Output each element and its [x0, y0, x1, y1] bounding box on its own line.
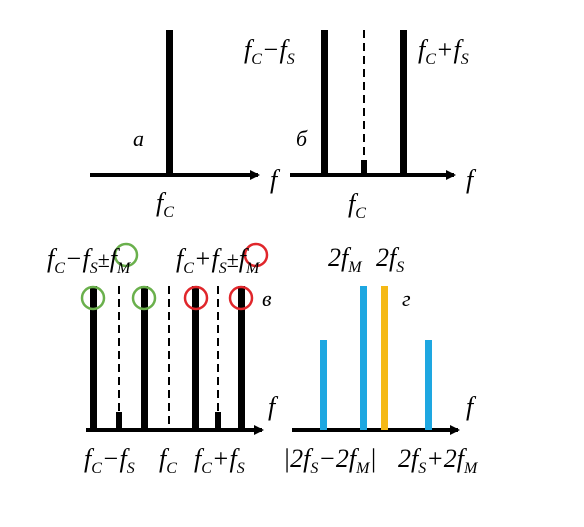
- panel-g-bar-2: [360, 286, 367, 430]
- panel-b-carrier-residual: [361, 160, 367, 175]
- panel-v-green-circle-1: [80, 285, 106, 311]
- panel-a-axis-label: f: [270, 165, 281, 194]
- panel-v-red-circle-1: [183, 285, 209, 311]
- panel-b-fc-label: fC: [348, 189, 366, 222]
- panel-v-top-right-label: fC+fS±fM: [176, 244, 261, 277]
- panel-g-letter: г: [402, 286, 411, 311]
- panel-g-bottom-left-label: |2fS−2fM|: [283, 444, 377, 477]
- panel-g-axis-label: f: [466, 392, 477, 421]
- panel-g: 2fM 2fS г f |2fS−2fM| 2fS+2fM: [283, 243, 479, 477]
- panel-v-bottom-left-label: fC−fS: [84, 444, 135, 477]
- panel-b: б f fC−fS fC+fS fC: [244, 30, 477, 222]
- panel-v-red-circle-2: [228, 285, 254, 311]
- panel-v-bottom-right-label: fC+fS: [194, 444, 245, 477]
- panel-g-bar-3: [381, 286, 388, 430]
- panel-a: а f fC: [90, 30, 281, 221]
- panel-v-top-left-label: fC−fS±fM: [47, 244, 132, 277]
- panel-v-pm-red-circle: [243, 242, 269, 268]
- panel-v-axis-label: f: [268, 392, 279, 421]
- panel-g-bottom-right-label: 2fS+2fM: [398, 444, 479, 477]
- panel-g-bar-4: [425, 340, 432, 430]
- panel-b-left-label: fC−fS: [244, 35, 295, 68]
- panel-g-top-right-label: 2fS: [376, 243, 404, 276]
- panel-v-line-1: [90, 286, 97, 430]
- panel-b-lower-sideband-line: [321, 30, 328, 175]
- panel-v-residual-1: [116, 412, 122, 430]
- panel-v-residual-2: [215, 412, 221, 430]
- panel-v-bottom-mid-label: fC: [159, 444, 177, 477]
- panel-a-letter: а: [133, 126, 144, 151]
- panel-b-axis-label: f: [466, 165, 477, 194]
- panel-v-line-2: [141, 286, 148, 430]
- panel-g-top-left-label: 2fM: [328, 243, 363, 276]
- panel-a-fc-label: fC: [156, 188, 174, 221]
- panel-v-green-circle-2: [131, 285, 157, 311]
- panel-v-line-4: [238, 286, 245, 430]
- panel-v: fC−fS±fM fC+fS±fM в f fC−fS fC fC+fS: [47, 242, 279, 477]
- panel-a-carrier-line: [166, 30, 173, 175]
- panel-v-line-3: [192, 286, 199, 430]
- panel-b-letter: б: [296, 126, 308, 151]
- panel-g-bar-1: [320, 340, 327, 430]
- panel-v-pm-green-circle: [113, 242, 139, 268]
- panel-b-right-label: fC+fS: [418, 35, 469, 68]
- panel-b-upper-sideband-line: [400, 30, 407, 175]
- panel-v-letter: в: [262, 286, 272, 311]
